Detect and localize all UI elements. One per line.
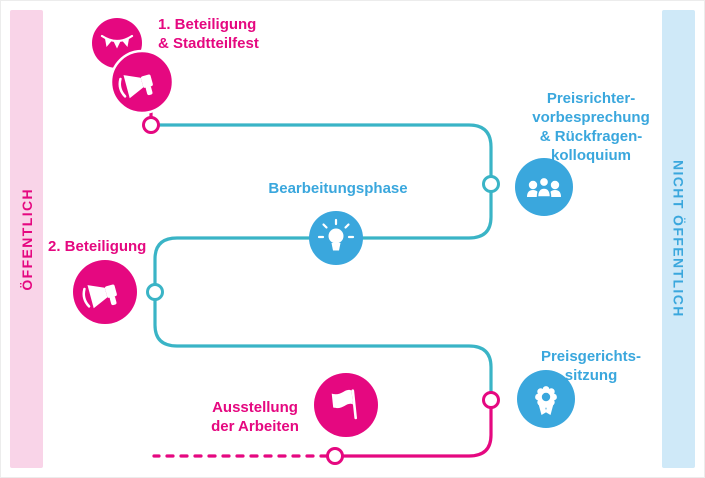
connector-dot-ausstellung: [326, 447, 344, 465]
flow-line-to-preisrichter: [157, 123, 493, 178]
label-line: Ausstellung: [212, 399, 298, 416]
label-line: Preisgerichts-: [540, 348, 642, 365]
node-preisgericht: [517, 370, 575, 428]
label-line: der Arbeiten: [211, 418, 299, 435]
label-preisgericht: Preisgerichts- sitzung: [521, 347, 661, 385]
flow-line-to-ausstellung: [341, 406, 493, 458]
node-beteiligung-1: [92, 18, 175, 115]
label-beteiligung-2: 2. Beteiligung: [48, 237, 146, 256]
label-line: Preisrichter-: [546, 90, 636, 107]
flow-line-to-preisgericht: [153, 298, 493, 394]
label-line: & Rückfragen-: [539, 128, 643, 145]
label-bearbeitungsphase: Bearbeitungsphase: [248, 179, 428, 198]
lightbulb-icon: [317, 218, 355, 251]
bunting-garland-icon: [100, 34, 134, 49]
label-beteiligung-1: 1. Beteiligung & Stadtteilfest: [158, 15, 259, 53]
connector-dot-preisgericht: [482, 391, 500, 409]
node-beteiligung-2: [73, 260, 137, 324]
node-ausstellung: [314, 373, 378, 437]
sidebar-not-public-label: NICHT ÖFFENTLICH: [670, 160, 687, 318]
sidebar-not-public: NICHT ÖFFENTLICH: [662, 10, 695, 468]
node-preisrichter: [515, 158, 573, 216]
label-preisrichter: Preisrichter- vorbesprechung & Rückfrage…: [509, 89, 673, 165]
label-line: Bearbeitungsphase: [268, 180, 408, 197]
label-line: & Stadtteilfest: [158, 35, 259, 52]
connector-dot-beteiligung1: [142, 116, 160, 134]
label-line: 1. Beteiligung: [158, 16, 257, 33]
award-rosette-icon: [535, 386, 557, 415]
label-line: kolloquium: [551, 147, 631, 164]
label-line: vorbesprechung: [532, 109, 650, 126]
flag-icon: [331, 389, 357, 420]
label-ausstellung: Ausstellung der Arbeiten: [199, 398, 311, 436]
node-bearbeitungsphase: [309, 211, 363, 265]
jury-people-icon: [527, 176, 561, 198]
label-line: sitzung: [564, 367, 618, 384]
sidebar-public: ÖFFENTLICH: [10, 10, 43, 468]
connector-dot-preisrichter: [482, 175, 500, 193]
connector-dot-beteiligung2: [146, 283, 164, 301]
label-line: 2. Beteiligung: [48, 238, 147, 255]
